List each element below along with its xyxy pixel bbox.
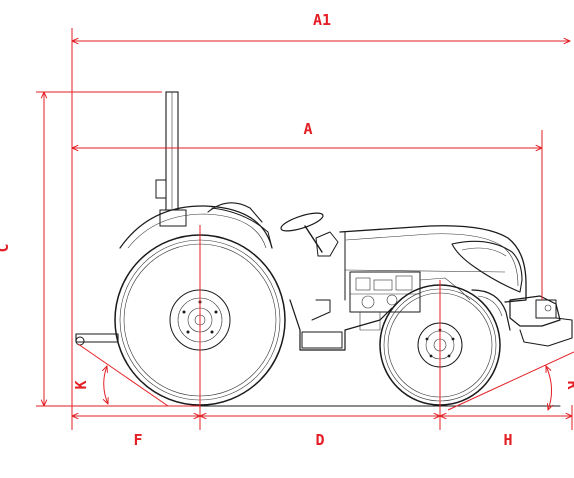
chassis [289,299,393,351]
label-d: D [315,431,324,449]
dimension-labels: A1 A C K R F D H [0,11,574,449]
label-a: A [303,120,312,138]
rear-fender [119,205,273,249]
dimension-lines [36,28,574,430]
tractor-drawing [71,91,573,407]
label-c: C [0,243,12,252]
rear-linkage [75,333,119,346]
label-h: H [503,431,512,449]
step [301,331,343,349]
dimension-r-arc [546,366,552,410]
label-a1: A1 [313,11,331,29]
label-k: K [72,380,90,389]
hood [339,225,527,303]
engine-block [349,271,471,331]
rollbar [155,91,187,227]
label-f: F [133,431,142,449]
seat [207,202,263,223]
approach-angle-line [447,351,574,411]
front-hitch [509,295,573,347]
departure-angle-line [77,343,169,407]
label-r: R [564,380,574,390]
steering-wheel [280,212,324,232]
dimension-k-arc [104,366,108,404]
front-fender [471,289,511,331]
